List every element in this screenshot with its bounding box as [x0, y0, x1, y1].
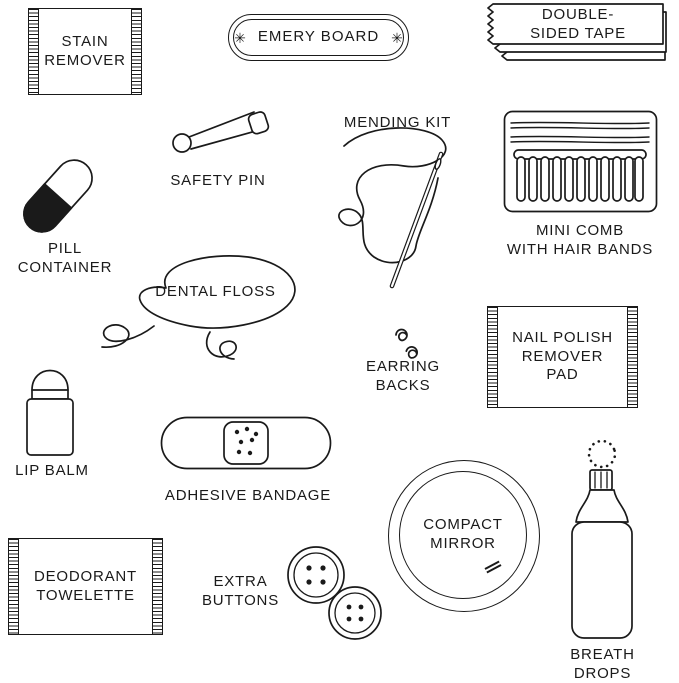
- earring-backs-illustration: [395, 328, 418, 359]
- breath-drops-label: BREATH DROPS: [570, 646, 635, 682]
- pill-container-label: PILL CONTAINER: [17, 240, 113, 276]
- sparkle-icon: ✳: [234, 29, 246, 46]
- earring-backs-label: EARRING BACKS: [366, 358, 440, 394]
- emery-board-inner-border: ✳ EMERY BOARD ✳: [233, 19, 404, 56]
- packet-seal-right: [627, 307, 637, 407]
- emery-board-label: EMERY BOARD: [257, 28, 380, 46]
- deodorant-towelette-packet: DEODORANT TOWELETTE: [8, 538, 163, 635]
- mending-kit-illustration: [338, 127, 447, 289]
- extra-buttons-illustration: [287, 546, 382, 640]
- sparkle-icon: ✳: [391, 29, 403, 46]
- double-sided-tape-label: DOUBLE- SIDED TAPE: [530, 6, 626, 42]
- safety-pin-label: SAFETY PIN: [170, 172, 266, 189]
- deodorant-towelette-label: DEODORANT TOWELETTE: [33, 567, 138, 604]
- adhesive-bandage-illustration: [160, 416, 332, 470]
- lip-balm-label: LIP BALM: [15, 462, 89, 479]
- nail-polish-pad-packet: NAIL POLISH REMOVER PAD: [487, 306, 638, 408]
- extra-buttons-label: EXTRA BUTTONS: [202, 573, 279, 609]
- mini-comb-label: MINI COMB WITH HAIR BANDS: [506, 222, 654, 258]
- mending-kit-label: MENDING KIT: [343, 114, 452, 131]
- compact-mirror-outer: COMPACT MIRROR: [388, 460, 540, 612]
- packet-seal-right: [131, 9, 141, 94]
- compact-mirror-inner: COMPACT MIRROR: [399, 471, 527, 599]
- double-sided-tape-illustration: [487, 3, 667, 61]
- packet-seal-left: [9, 539, 19, 634]
- stain-remover-label: STAIN REMOVER: [44, 32, 126, 69]
- stain-remover-packet: STAIN REMOVER: [28, 8, 142, 95]
- nail-polish-pad-label: NAIL POLISH REMOVER PAD: [512, 328, 613, 384]
- safety-pin-illustration: [172, 111, 270, 153]
- lip-balm-illustration: [26, 369, 74, 456]
- mini-comb-illustration: [503, 110, 658, 213]
- compact-mirror-label: COMPACT MIRROR: [423, 516, 503, 552]
- packet-seal-left: [488, 307, 498, 407]
- emery-board-shape: ✳ EMERY BOARD ✳: [228, 14, 409, 61]
- pill-container-illustration: [23, 159, 93, 233]
- breath-drops-illustration: [571, 439, 633, 639]
- dental-floss-illustration: [101, 255, 296, 360]
- packet-seal-left: [29, 9, 39, 94]
- dental-floss-label: DENTAL FLOSS: [155, 283, 276, 300]
- adhesive-bandage-label: ADHESIVE BANDAGE: [164, 487, 332, 504]
- packet-seal-right: [152, 539, 162, 634]
